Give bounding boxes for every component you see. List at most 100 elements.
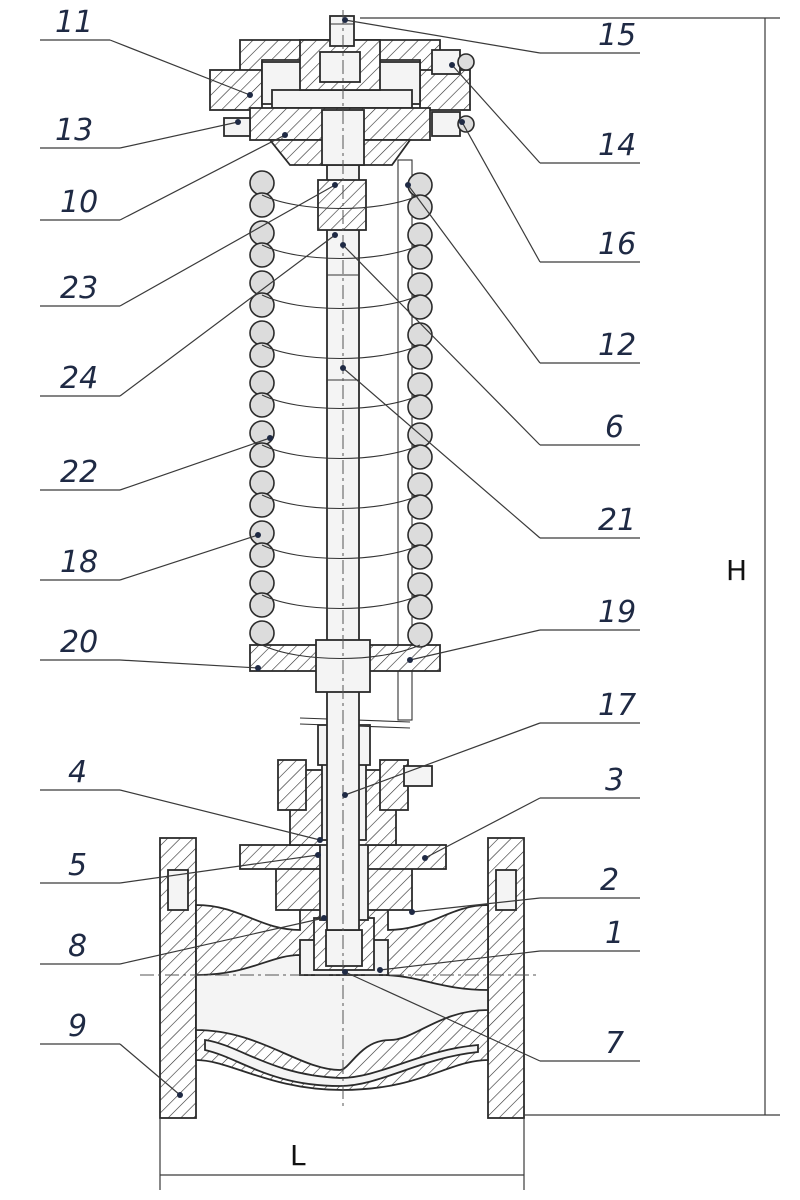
callout-20: 20 (40, 625, 261, 671)
stem-coupling (317, 179, 367, 231)
callout-target-dot (332, 182, 338, 188)
callout-number: 9 (68, 1009, 87, 1044)
callout-leader (119, 1043, 181, 1096)
spring-coil (249, 470, 275, 496)
callout-number: 12 (598, 328, 636, 363)
callout-13: 13 (40, 113, 241, 149)
callout-target-dot (422, 855, 428, 861)
callout-17: 17 (342, 688, 640, 798)
right-flange-slot (495, 869, 517, 911)
fitting-upper (431, 49, 461, 75)
spring-coils (249, 170, 433, 659)
spring-coil (407, 372, 433, 398)
spring-coil (249, 170, 275, 196)
spring-turn (261, 294, 421, 309)
callout-target-dot (255, 665, 261, 671)
callout-leader (342, 367, 541, 539)
spring-coil (249, 342, 275, 368)
spring-coil (249, 520, 275, 546)
callout-target-dot (342, 792, 348, 798)
spring-turn (261, 244, 421, 259)
callout-number: 5 (68, 848, 87, 883)
callout-22: 22 (40, 435, 273, 491)
valve-body (159, 837, 525, 1119)
plug-insert (325, 929, 363, 967)
callout-leader (409, 629, 541, 661)
spring-turn (261, 644, 421, 659)
callout-18: 18 (40, 532, 261, 581)
spring-coil (249, 242, 275, 268)
spring-coil (407, 522, 433, 548)
callout-15: 15 (342, 17, 640, 54)
callout-number: 22 (60, 455, 98, 490)
callout-leader (119, 234, 336, 397)
spring-coil (407, 222, 433, 248)
callout-number: 11 (55, 5, 93, 40)
callout-leader (424, 797, 541, 859)
callout-target-dot (315, 852, 321, 858)
callout-number: 6 (605, 410, 624, 445)
callout-24: 24 (40, 232, 338, 397)
callout-leader (344, 971, 541, 1062)
side-port (403, 765, 433, 787)
callout-target-dot (342, 17, 348, 23)
spring-turn (261, 394, 421, 409)
callout-number: 21 (598, 503, 636, 538)
callout-number: 2 (600, 863, 619, 898)
callout-leader (119, 917, 325, 965)
spring-coil (407, 472, 433, 498)
callout-target-dot (340, 242, 346, 248)
spring-coil (249, 392, 275, 418)
callout-target-dot (235, 119, 241, 125)
callout-leader (344, 722, 541, 796)
callout-number: 18 (60, 545, 98, 580)
callout-6: 6 (340, 242, 640, 446)
callout-12: 12 (405, 182, 640, 364)
callout-14: 14 (449, 62, 640, 164)
left-flange-slot (167, 869, 189, 911)
spring-coil (407, 322, 433, 348)
actuator-head (209, 15, 475, 166)
callout-leader (119, 437, 271, 491)
spring-coil (249, 542, 275, 568)
dimension-h: H (360, 17, 780, 1116)
spring-turn (261, 444, 421, 459)
dimension-l-label: L (290, 1139, 306, 1172)
callout-number: 13 (55, 113, 93, 148)
callout-number: 3 (605, 763, 624, 798)
spring-coil (249, 292, 275, 318)
spring-assembly (249, 149, 441, 931)
spring-coil (249, 492, 275, 518)
callout-leader (342, 244, 541, 446)
callout-leader (411, 897, 541, 913)
spring-turn (261, 344, 421, 359)
callout-number: 16 (598, 227, 636, 262)
spring-coil (249, 192, 275, 218)
callout-target-dot (317, 837, 323, 843)
spring-coil (249, 320, 275, 346)
dimension-l: L (159, 1118, 525, 1190)
spring-coil (249, 220, 275, 246)
callout-target-dot (449, 62, 455, 68)
spring-coil (407, 572, 433, 598)
callout-number: 24 (60, 361, 98, 396)
callout-leader (119, 659, 259, 669)
callout-target-dot (177, 1092, 183, 1098)
callout-10: 10 (40, 132, 288, 221)
callout-target-dot (247, 92, 253, 98)
fitting-lower (431, 111, 461, 137)
spring-coil (407, 622, 433, 648)
spring-coil (407, 272, 433, 298)
spring-coil (407, 172, 433, 198)
spring-turn (261, 594, 421, 609)
callout-leader (379, 950, 541, 971)
callout-number: 10 (60, 185, 98, 220)
spring-coil (249, 620, 275, 646)
callout-23: 23 (40, 182, 338, 307)
callout-target-dot (255, 532, 261, 538)
spring-coil (249, 592, 275, 618)
callout-2: 2 (409, 863, 640, 915)
callout-8: 8 (40, 915, 327, 965)
callout-leader (109, 39, 251, 96)
